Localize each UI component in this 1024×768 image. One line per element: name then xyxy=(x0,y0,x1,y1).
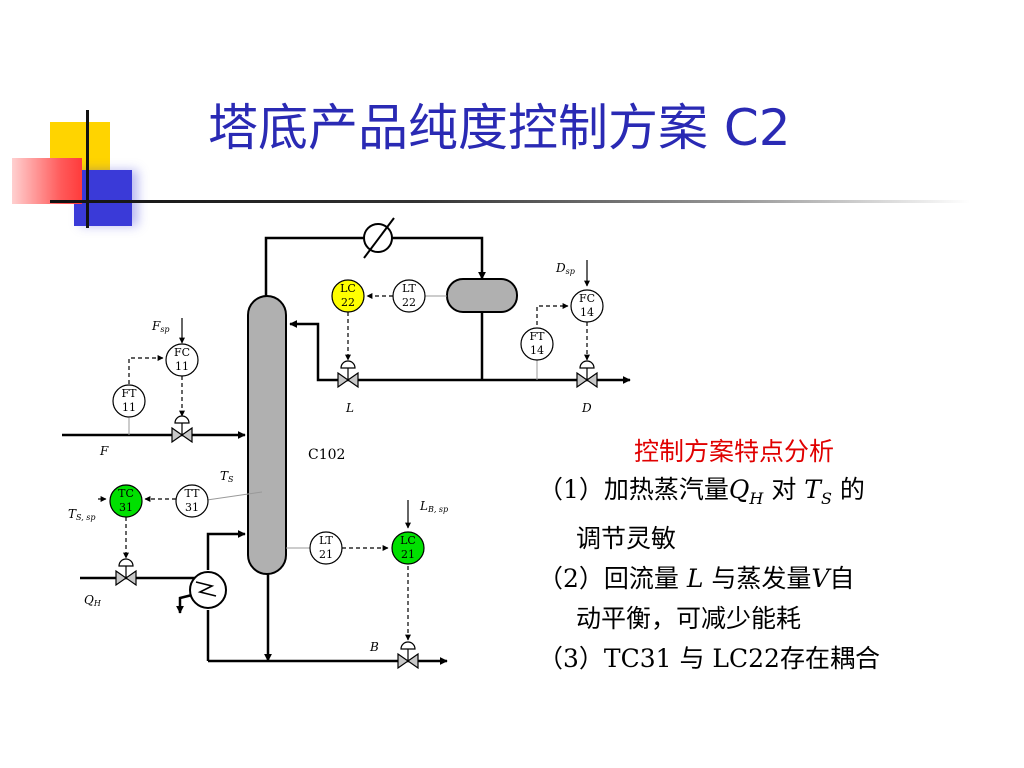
svg-text:LC: LC xyxy=(340,282,356,295)
svg-text:22: 22 xyxy=(341,296,355,309)
svg-text:22: 22 xyxy=(402,296,416,309)
column-label: C102 xyxy=(308,447,345,463)
svg-text:LT: LT xyxy=(319,534,333,547)
notes-heading: 控制方案特点分析 xyxy=(634,437,835,466)
instrument-lc22: LC 22 xyxy=(331,279,365,313)
svg-text:21: 21 xyxy=(401,548,415,561)
decor-horizontal-rule xyxy=(50,200,970,203)
decor-blue-square xyxy=(74,170,132,226)
valve-bottoms xyxy=(397,641,419,670)
label-lb-sp: LB, sp xyxy=(419,499,448,514)
note-2: （2）回流量 L 与蒸发量V自 动平衡，可减少能耗 xyxy=(538,564,855,633)
label-ts-sp: TS, sp xyxy=(68,507,96,522)
note-3: （3）TC31 与 LC22存在耦合 xyxy=(538,644,880,673)
valve-distillate xyxy=(576,360,598,389)
decor-vertical-line xyxy=(86,110,89,228)
instrument-lc21: LC 21 xyxy=(391,531,425,565)
svg-text:FC: FC xyxy=(579,292,595,305)
svg-text:14: 14 xyxy=(530,344,544,357)
svg-text:31: 31 xyxy=(119,501,133,514)
analysis-notes: 控制方案特点分析 （1）加热蒸汽量QH 对 TS 的 调节灵敏 （2）回流量 L… xyxy=(538,434,998,679)
svg-text:LC: LC xyxy=(400,534,416,547)
svg-text:FC: FC xyxy=(174,346,190,359)
instrument-lt21: LT 21 xyxy=(309,531,343,565)
instrument-ft14: FT 14 xyxy=(520,327,554,361)
instrument-fc11: FC 11 xyxy=(165,343,199,377)
svg-text:31: 31 xyxy=(185,501,199,514)
instrument-ft11: FT 11 xyxy=(112,384,146,418)
svg-text:21: 21 xyxy=(319,548,333,561)
svg-text:11: 11 xyxy=(175,360,189,373)
reboiler-icon xyxy=(189,571,227,609)
svg-text:14: 14 xyxy=(580,306,594,319)
label-b: B xyxy=(369,640,379,654)
decor-red-gradient xyxy=(12,158,82,204)
label-d: D xyxy=(581,401,592,415)
svg-text:FT: FT xyxy=(122,387,138,400)
reflux-drum xyxy=(446,278,518,313)
label-qh: QH xyxy=(84,593,102,608)
instrument-fc14: FC 14 xyxy=(570,289,604,323)
svg-text:TC: TC xyxy=(118,487,134,500)
label-d-sp: Dsp xyxy=(555,261,575,276)
label-l: L xyxy=(345,401,354,415)
valve-steam xyxy=(115,558,137,587)
slide-title: 塔底产品纯度控制方案 C2 xyxy=(208,99,791,157)
valve-feed xyxy=(171,415,193,444)
svg-text:LT: LT xyxy=(402,282,416,295)
svg-text:11: 11 xyxy=(122,401,136,414)
valve-reflux xyxy=(337,360,359,389)
label-ts: TS xyxy=(220,469,234,484)
instrument-tc31: TC 31 xyxy=(109,484,143,518)
distillation-column xyxy=(247,295,287,575)
svg-text:FT: FT xyxy=(530,330,546,343)
label-f: F xyxy=(99,444,109,458)
label-f-sp: Fsp xyxy=(151,319,170,334)
condenser-icon xyxy=(363,217,395,259)
instrument-tt31: TT 31 xyxy=(175,484,209,518)
note-1: （1）加热蒸汽量QH 对 TS 的 调节灵敏 xyxy=(538,475,865,553)
svg-text:TT: TT xyxy=(185,487,201,500)
instrument-lt22: LT 22 xyxy=(392,279,426,313)
